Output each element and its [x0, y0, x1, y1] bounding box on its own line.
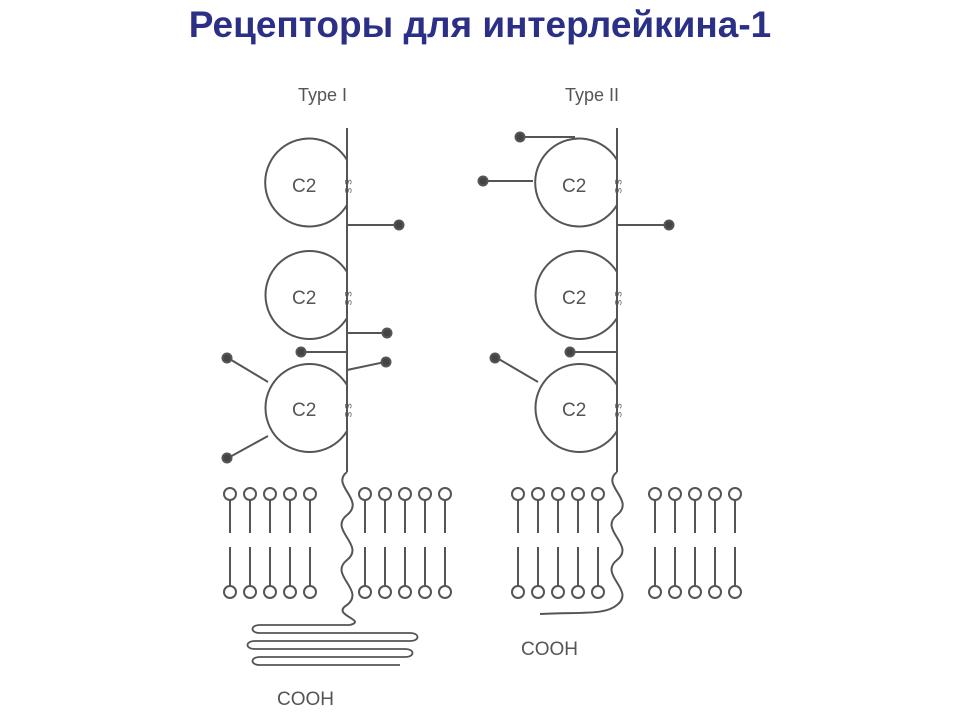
cytoplasmic-tail: [246, 624, 419, 666]
phospholipid: [708, 487, 722, 599]
phospholipid: [378, 487, 392, 599]
disulfide-bond-label: S S: [613, 291, 623, 306]
c2-domain-label: C2: [292, 288, 316, 309]
receptor-type-2: Type II C2 S S C2 S S C2 S S COOH: [477, 85, 675, 660]
phospholipid: [571, 487, 585, 599]
disulfide-bond-label: S S: [613, 179, 623, 194]
phospholipid: [531, 487, 545, 599]
phospholipid: [243, 487, 257, 599]
disulfide-bond-label: S S: [343, 179, 353, 194]
disulfide-bond-label: S S: [613, 403, 623, 418]
phospholipid: [283, 487, 297, 599]
cooh-terminus-label: COOH: [521, 639, 578, 660]
c2-domain-label: C2: [562, 288, 586, 309]
phospholipid: [303, 487, 317, 599]
phospholipid: [511, 487, 525, 599]
disulfide-bond-label: S S: [343, 291, 353, 306]
c2-domain: C2 S S: [534, 250, 623, 340]
glycosylation-sites: [477, 131, 675, 383]
phospholipid: [648, 487, 662, 599]
receptor-type-2-label: Type II: [565, 85, 619, 105]
phospholipid: [358, 487, 372, 599]
receptor-type-1: Type I C2 S S C2 S S C2 S S: [221, 85, 419, 710]
phospholipid: [728, 487, 742, 599]
c2-domain: C2 S S: [264, 363, 353, 453]
glycosylation-sites: [221, 219, 405, 464]
phospholipid: [398, 487, 412, 599]
c2-domain-label: C2: [292, 400, 316, 421]
c2-domain: C2 S S: [534, 137, 623, 228]
c2-domain: C2 S S: [534, 363, 623, 453]
slide-title: Рецепторы для интерлейкина-1: [188, 4, 772, 45]
phospholipid: [418, 487, 432, 599]
membrane-bilayers: [223, 487, 742, 599]
transmembrane-segment: [539, 471, 624, 615]
c2-domain: C2 S S: [264, 250, 353, 340]
c2-domain: C2 S S: [264, 137, 353, 228]
receptor-type-1-label: Type I: [298, 85, 347, 105]
phospholipid: [668, 487, 682, 599]
phospholipid: [223, 487, 237, 599]
c2-domain-label: C2: [292, 176, 316, 197]
transmembrane-segment: [340, 471, 356, 626]
c2-domain-label: C2: [562, 400, 586, 421]
phospholipid: [551, 487, 565, 599]
phospholipid: [263, 487, 277, 599]
c2-domain-label: C2: [562, 176, 586, 197]
cooh-terminus-label: COOH: [277, 689, 334, 710]
phospholipid: [438, 487, 452, 599]
disulfide-bond-label: S S: [343, 403, 353, 418]
phospholipid: [591, 487, 605, 599]
phospholipid: [688, 487, 702, 599]
